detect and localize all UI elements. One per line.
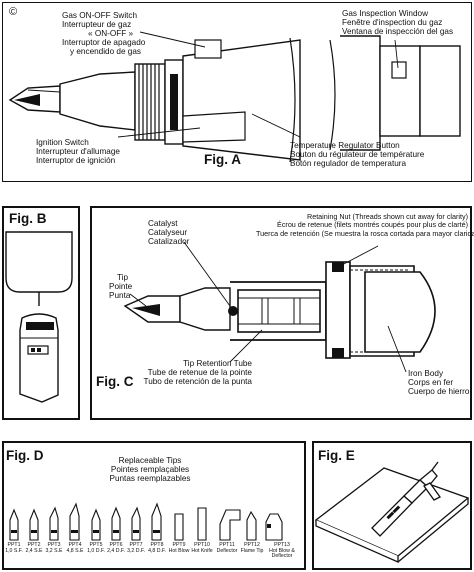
fig-b-label: Fig. B xyxy=(9,211,47,226)
tip-label: Tip Pointe Punta xyxy=(109,273,133,300)
tip-tube-label: Tip Retention Tube Tube de retenue de la… xyxy=(143,359,253,386)
fig-c-label: Fig. C xyxy=(96,374,134,389)
fig-d-label: Fig. D xyxy=(6,448,44,463)
catalyst-label: Catalyst Catalyseur Catalizador xyxy=(148,219,190,246)
fig-a-label: Fig. A xyxy=(204,152,241,167)
tips-heading: Replaceable Tips Pointes remplaçables Pu… xyxy=(109,456,191,483)
iron-body-label: Iron Body Corps en fer Cuerpo de hierro xyxy=(408,369,470,396)
temp-button-label: Temperature Regulator Button Bouton du r… xyxy=(290,141,425,168)
fig-e-label: Fig. E xyxy=(318,448,355,463)
fig-d-panel xyxy=(2,441,306,570)
inspection-window-label: Gas Inspection Window Fenêtre d'inspecti… xyxy=(342,9,454,36)
ignition-switch-label: Ignition Switch Interrupteur d'allumage … xyxy=(36,138,120,165)
gas-switch-label: Gas ON-OFF Switch Interrupteur de gaz « … xyxy=(62,11,146,56)
copyright-mark: © xyxy=(9,6,18,18)
retaining-nut-label: Retaining Nut (Threads shown cut away fo… xyxy=(256,212,474,238)
